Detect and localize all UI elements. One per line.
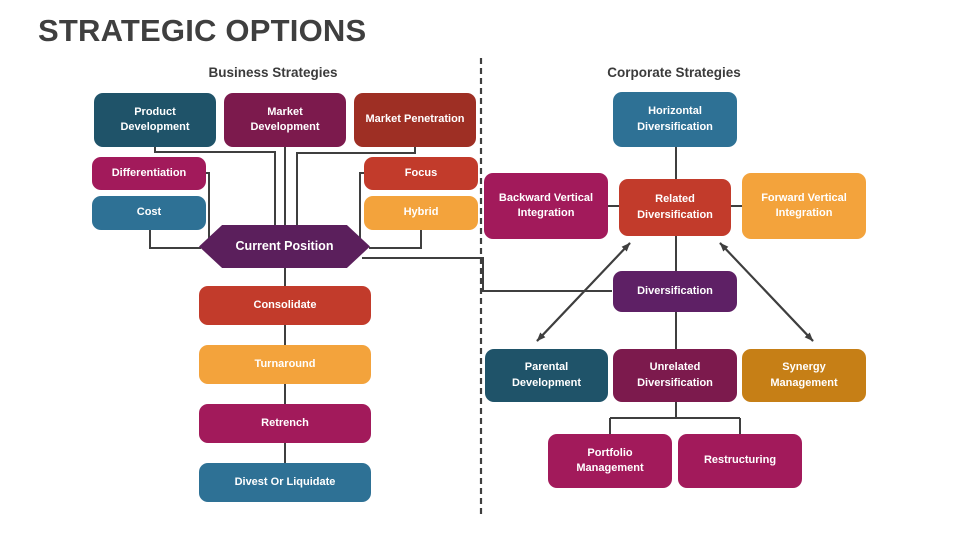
connector-focus-to-current xyxy=(359,172,364,244)
node-product-development: Product Development xyxy=(94,93,216,147)
node-backward-vertical-integration: Backward Vertical Integration xyxy=(484,173,608,239)
node-turnaround: Turnaround xyxy=(199,345,371,384)
node-retrench: Retrench xyxy=(199,404,371,443)
node-consolidate: Consolidate xyxy=(199,286,371,325)
node-market-penetration: Market Penetration xyxy=(354,93,476,147)
node-parental-development: Parental Development xyxy=(485,349,608,402)
connector-hybrid-to-current xyxy=(369,230,422,249)
corporate-strategies-header: Corporate Strategies xyxy=(607,65,741,80)
node-synergy-management: Synergy Management xyxy=(742,349,866,402)
node-differentiation: Differentiation xyxy=(92,157,206,190)
node-hybrid: Hybrid xyxy=(364,196,478,230)
connector-product-to-current xyxy=(154,147,276,226)
node-diversification: Diversification xyxy=(613,271,737,312)
connector-differentiation-to-current xyxy=(206,172,210,244)
business-strategies-header: Business Strategies xyxy=(208,65,338,80)
connector-cost-to-current xyxy=(149,230,201,249)
node-related-diversification: Related Diversification xyxy=(619,179,731,236)
node-unrelated-diversification: Unrelated Diversification xyxy=(613,349,737,402)
arrow-relateddiv-to-parental xyxy=(536,242,631,342)
connector-current-to-diversification xyxy=(362,257,612,292)
connector-unrelated-split xyxy=(609,402,741,434)
node-divest-or-liquidate: Divest Or Liquidate xyxy=(199,463,371,502)
page-title: STRATEGIC OPTIONS xyxy=(38,13,367,48)
node-focus: Focus xyxy=(364,157,478,190)
node-horizontal-diversification: Horizontal Diversification xyxy=(613,92,737,147)
node-cost: Cost xyxy=(92,196,206,230)
node-market-development: Market Development xyxy=(224,93,346,147)
node-current-position: Current Position xyxy=(199,225,370,268)
node-forward-vertical-integration: Forward Vertical Integration xyxy=(742,173,866,239)
connector-marketpen-to-current xyxy=(296,147,416,226)
node-portfolio-management: Portfolio Management xyxy=(548,434,672,488)
node-restructuring: Restructuring xyxy=(678,434,802,488)
arrow-relateddiv-to-synergy xyxy=(719,242,814,342)
